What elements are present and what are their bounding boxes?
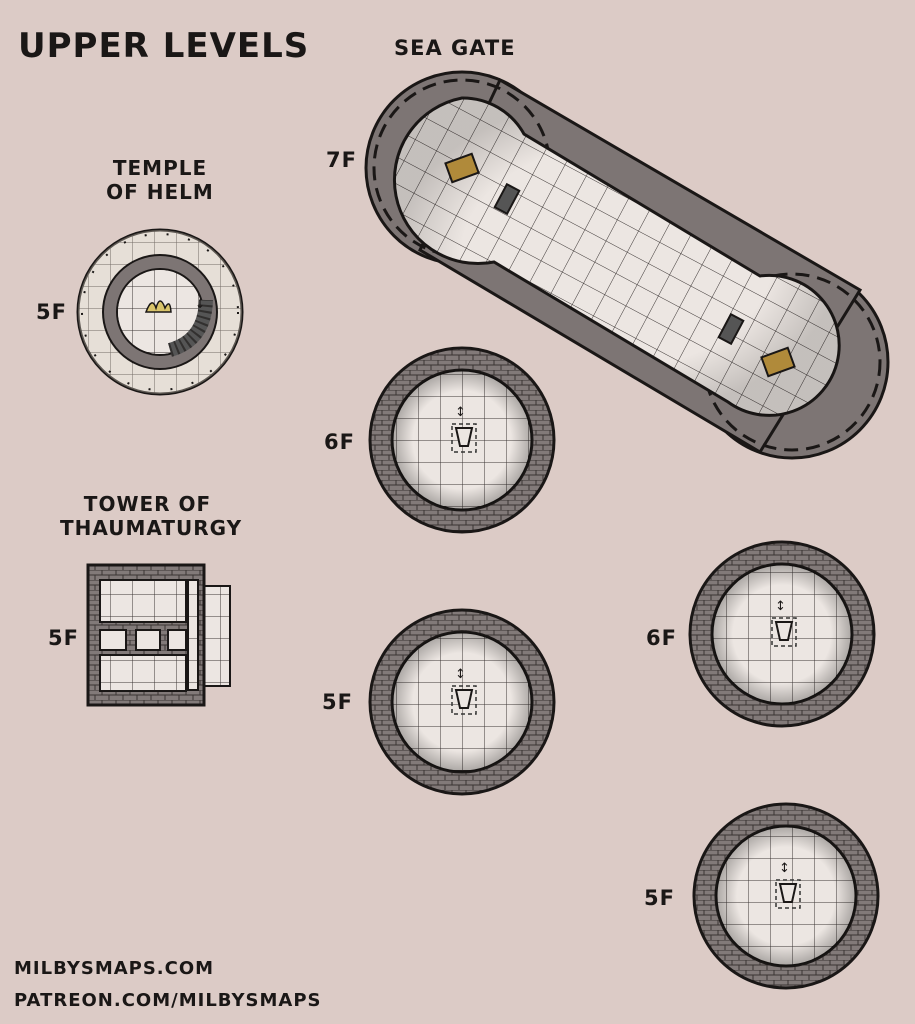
svg-text:↕: ↕: [775, 599, 786, 614]
round-tower-b-upper: ↕: [688, 540, 876, 728]
floor-label-temple: 5F: [36, 300, 67, 324]
svg-text:↕: ↕: [455, 667, 466, 682]
floor-label-round-b-upper: 6F: [646, 626, 677, 650]
round-tower-b-lower: ↕: [692, 802, 880, 990]
sea-gate-title: SEA GATE: [394, 36, 516, 60]
tower-of-thaumaturgy-map: [86, 563, 231, 707]
footer-patreon: PATREON.COM/MILBYSMAPS: [14, 990, 322, 1011]
floor-label-sea-gate: 7F: [326, 148, 357, 172]
winch-icon: [493, 182, 521, 216]
winch-icon: [454, 689, 474, 709]
floor-label-round-a-upper: 6F: [324, 430, 355, 454]
floor-label-round-a-lower: 5F: [322, 690, 353, 714]
floor-label-round-b-lower: 5F: [644, 886, 675, 910]
winch-icon: [717, 312, 745, 346]
svg-text:↕: ↕: [779, 861, 790, 876]
chest-icon: [760, 346, 796, 378]
footer-site: MILBYSMAPS.COM: [14, 958, 215, 979]
floor-label-tower: 5F: [48, 626, 79, 650]
temple-of-helm-map: ↓: [76, 228, 244, 396]
temple-title: TEMPLE OF HELM: [95, 156, 225, 204]
sea-gate-map: [364, 70, 890, 460]
tower-title-line1: TOWER OF: [83, 492, 212, 516]
round-tower-a-lower: ↕: [368, 608, 556, 796]
tower-title-line2: THAUMATURGY: [60, 516, 243, 540]
temple-title-line1: TEMPLE: [112, 156, 208, 180]
svg-text:↓: ↓: [195, 297, 205, 311]
page-title: UPPER LEVELS: [18, 26, 310, 66]
svg-text:↕: ↕: [455, 405, 466, 420]
altar-icon: [144, 300, 172, 313]
tower-title: TOWER OF THAUMATURGY: [60, 492, 243, 540]
winch-icon: [454, 427, 474, 447]
temple-title-line2: OF HELM: [106, 180, 214, 204]
winch-icon: [774, 621, 794, 641]
winch-icon: [778, 883, 798, 903]
chest-icon: [444, 152, 480, 184]
round-tower-a-upper: ↕: [368, 346, 556, 534]
